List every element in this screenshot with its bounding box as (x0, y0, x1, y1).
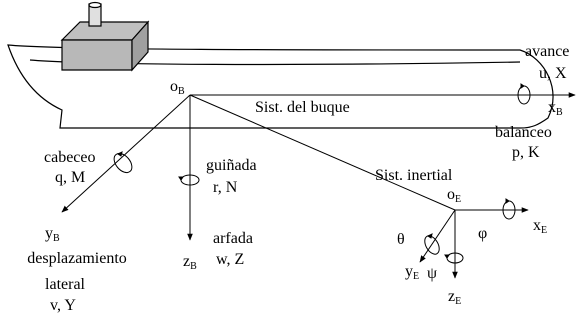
psi-rotation-icon (444, 252, 464, 264)
ship-origin-label: oB (170, 78, 185, 97)
ship-frame-axes (61, 92, 576, 241)
xE-axis-label: xE (533, 217, 548, 236)
phi-angle-label: φ (478, 225, 488, 242)
surge-vars-label: u, X (539, 65, 567, 82)
pitch-name-label: cabeceo (44, 149, 96, 166)
deckhouse (60, 1, 150, 72)
deckhouse-front (61, 39, 133, 71)
xB-axis-label: xB (548, 99, 563, 118)
zE-axis-label: zE (448, 288, 462, 307)
sway-vars-label: v, Y (50, 297, 76, 314)
yB-axis-label: yB (45, 225, 60, 244)
heave-name-label: arfada (213, 230, 253, 247)
sway-name-line1-label: desplazamiento (27, 250, 127, 267)
sway-name-line2-label: lateral (45, 276, 85, 293)
theta-rotation-icon (424, 233, 440, 255)
zB-axis-label: zB (183, 253, 197, 272)
yaw-rotation-icon (178, 174, 200, 186)
inertial-system-label: Sist. inertial (375, 167, 453, 184)
psi-angle-label: ψ (427, 265, 438, 282)
roll-name-label: balanceo (495, 124, 552, 141)
funnel-top (88, 1, 102, 9)
pitch-rotation-icon (113, 151, 133, 174)
surge-name-label: avance (525, 43, 570, 60)
heave-vars-label: w, Z (216, 251, 245, 268)
yE-axis-line (419, 209, 456, 263)
ship-system-label: Sist. del buque (255, 99, 350, 116)
roll-vars-label: p, K (512, 144, 540, 161)
inertial-origin-label: oE (447, 186, 462, 205)
yaw-name-label: guiñada (206, 157, 257, 174)
rotation-symbols (113, 83, 531, 264)
origin-link-line (189, 94, 456, 211)
yE-axis-label: yE (405, 263, 420, 282)
yB-axis-line (61, 94, 191, 213)
inertial-frame-axes (419, 207, 529, 279)
deckhouse-side (131, 20, 149, 72)
theta-angle-label: θ (397, 231, 405, 248)
yaw-vars-label: r, N (213, 179, 238, 196)
roll-rotation-icon (517, 83, 531, 105)
phi-rotation-icon (502, 198, 516, 220)
pitch-vars-label: q, M (55, 169, 86, 186)
